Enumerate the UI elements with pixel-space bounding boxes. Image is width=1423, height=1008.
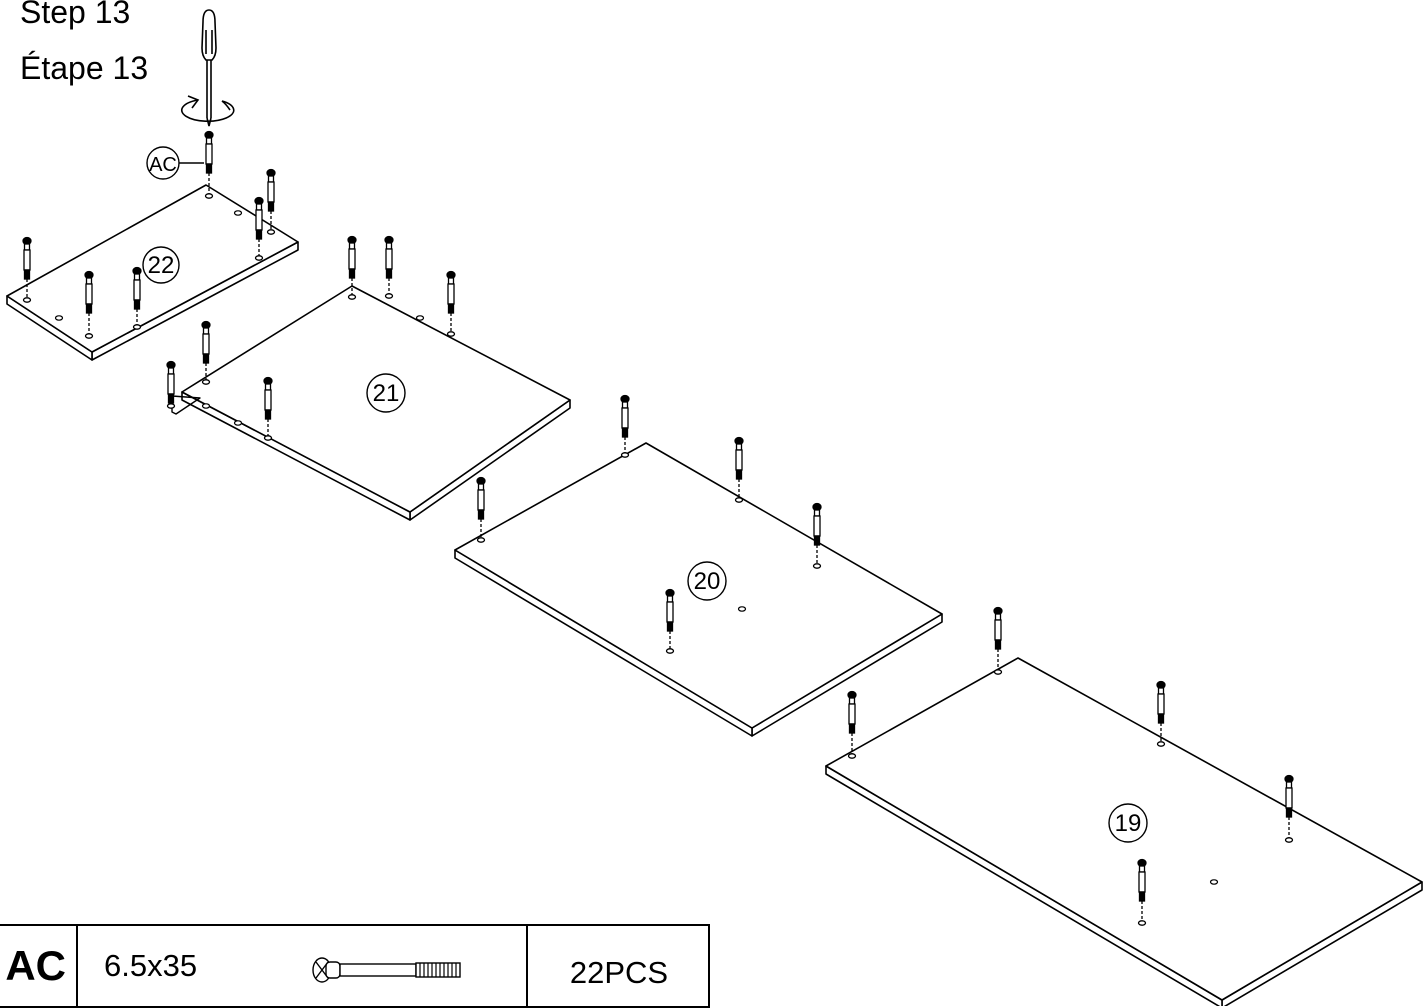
cam-dowel-screw (1137, 858, 1147, 926)
parts-table: AC 6.5x35 22PCS (0, 924, 710, 1008)
cam-dowel-screw (476, 476, 486, 543)
cam-dowel-screw-icon (312, 957, 461, 983)
step-title-french: Étape 13 (20, 50, 149, 86)
cam-dowel-screw (446, 270, 456, 337)
part-quantity: 22PCS (569, 955, 669, 990)
callout-panel-20-label: 20 (694, 568, 721, 595)
cam-dowel-screw (384, 235, 394, 299)
cam-dowel-screw (254, 196, 264, 261)
cam-dowel-screw (347, 235, 357, 300)
callout-panel-21: 21 (366, 373, 406, 413)
cam-dowel-screw (84, 270, 94, 339)
cam-dowel-screw (22, 236, 32, 303)
callout-hardware-ac: AC (146, 146, 204, 180)
pre-drilled-hole (233, 210, 243, 216)
part-size: 6.5x35 (104, 948, 198, 983)
cam-dowel-screw (734, 436, 744, 503)
cam-dowel-screw (132, 266, 142, 330)
cam-dowel-screw (201, 320, 211, 385)
cam-dowel-screw (812, 502, 822, 569)
cam-dowel-screw (1284, 774, 1294, 843)
cam-dowel-screw (204, 130, 214, 199)
rotation-arrow-icon (180, 95, 235, 122)
callout-panel-22: 22 (142, 246, 180, 284)
part-size-cell: 6.5x35 (78, 926, 528, 1006)
callout-panel-22-label: 22 (148, 252, 175, 279)
callout-panel-19: 19 (1108, 803, 1148, 843)
pre-drilled-hole (201, 403, 211, 409)
screwdriver-icon (201, 9, 217, 127)
pre-drilled-hole (415, 315, 425, 321)
pre-drilled-hole (54, 315, 64, 321)
cam-dowel-screw (847, 690, 857, 759)
cam-dowel-screw (263, 376, 273, 441)
cam-dowel-screw (1156, 680, 1166, 747)
cam-dowel-screw (166, 360, 176, 409)
cam-dowel-screw (620, 394, 630, 458)
cam-dowel-screw (665, 588, 675, 654)
callout-hardware-ac-label: AC (149, 154, 177, 176)
step-title-english: Step 13 (20, 0, 131, 30)
pre-drilled-hole (737, 606, 747, 612)
cam-dowel-screw (993, 606, 1003, 675)
callout-panel-19-label: 19 (1115, 810, 1142, 837)
callout-panel-21-label: 21 (373, 380, 400, 407)
callout-panel-20: 20 (687, 561, 727, 601)
pre-drilled-hole (233, 420, 243, 426)
part-code: AC (0, 926, 78, 1006)
pre-drilled-hole (1209, 879, 1219, 885)
cam-dowel-screw (266, 168, 276, 235)
